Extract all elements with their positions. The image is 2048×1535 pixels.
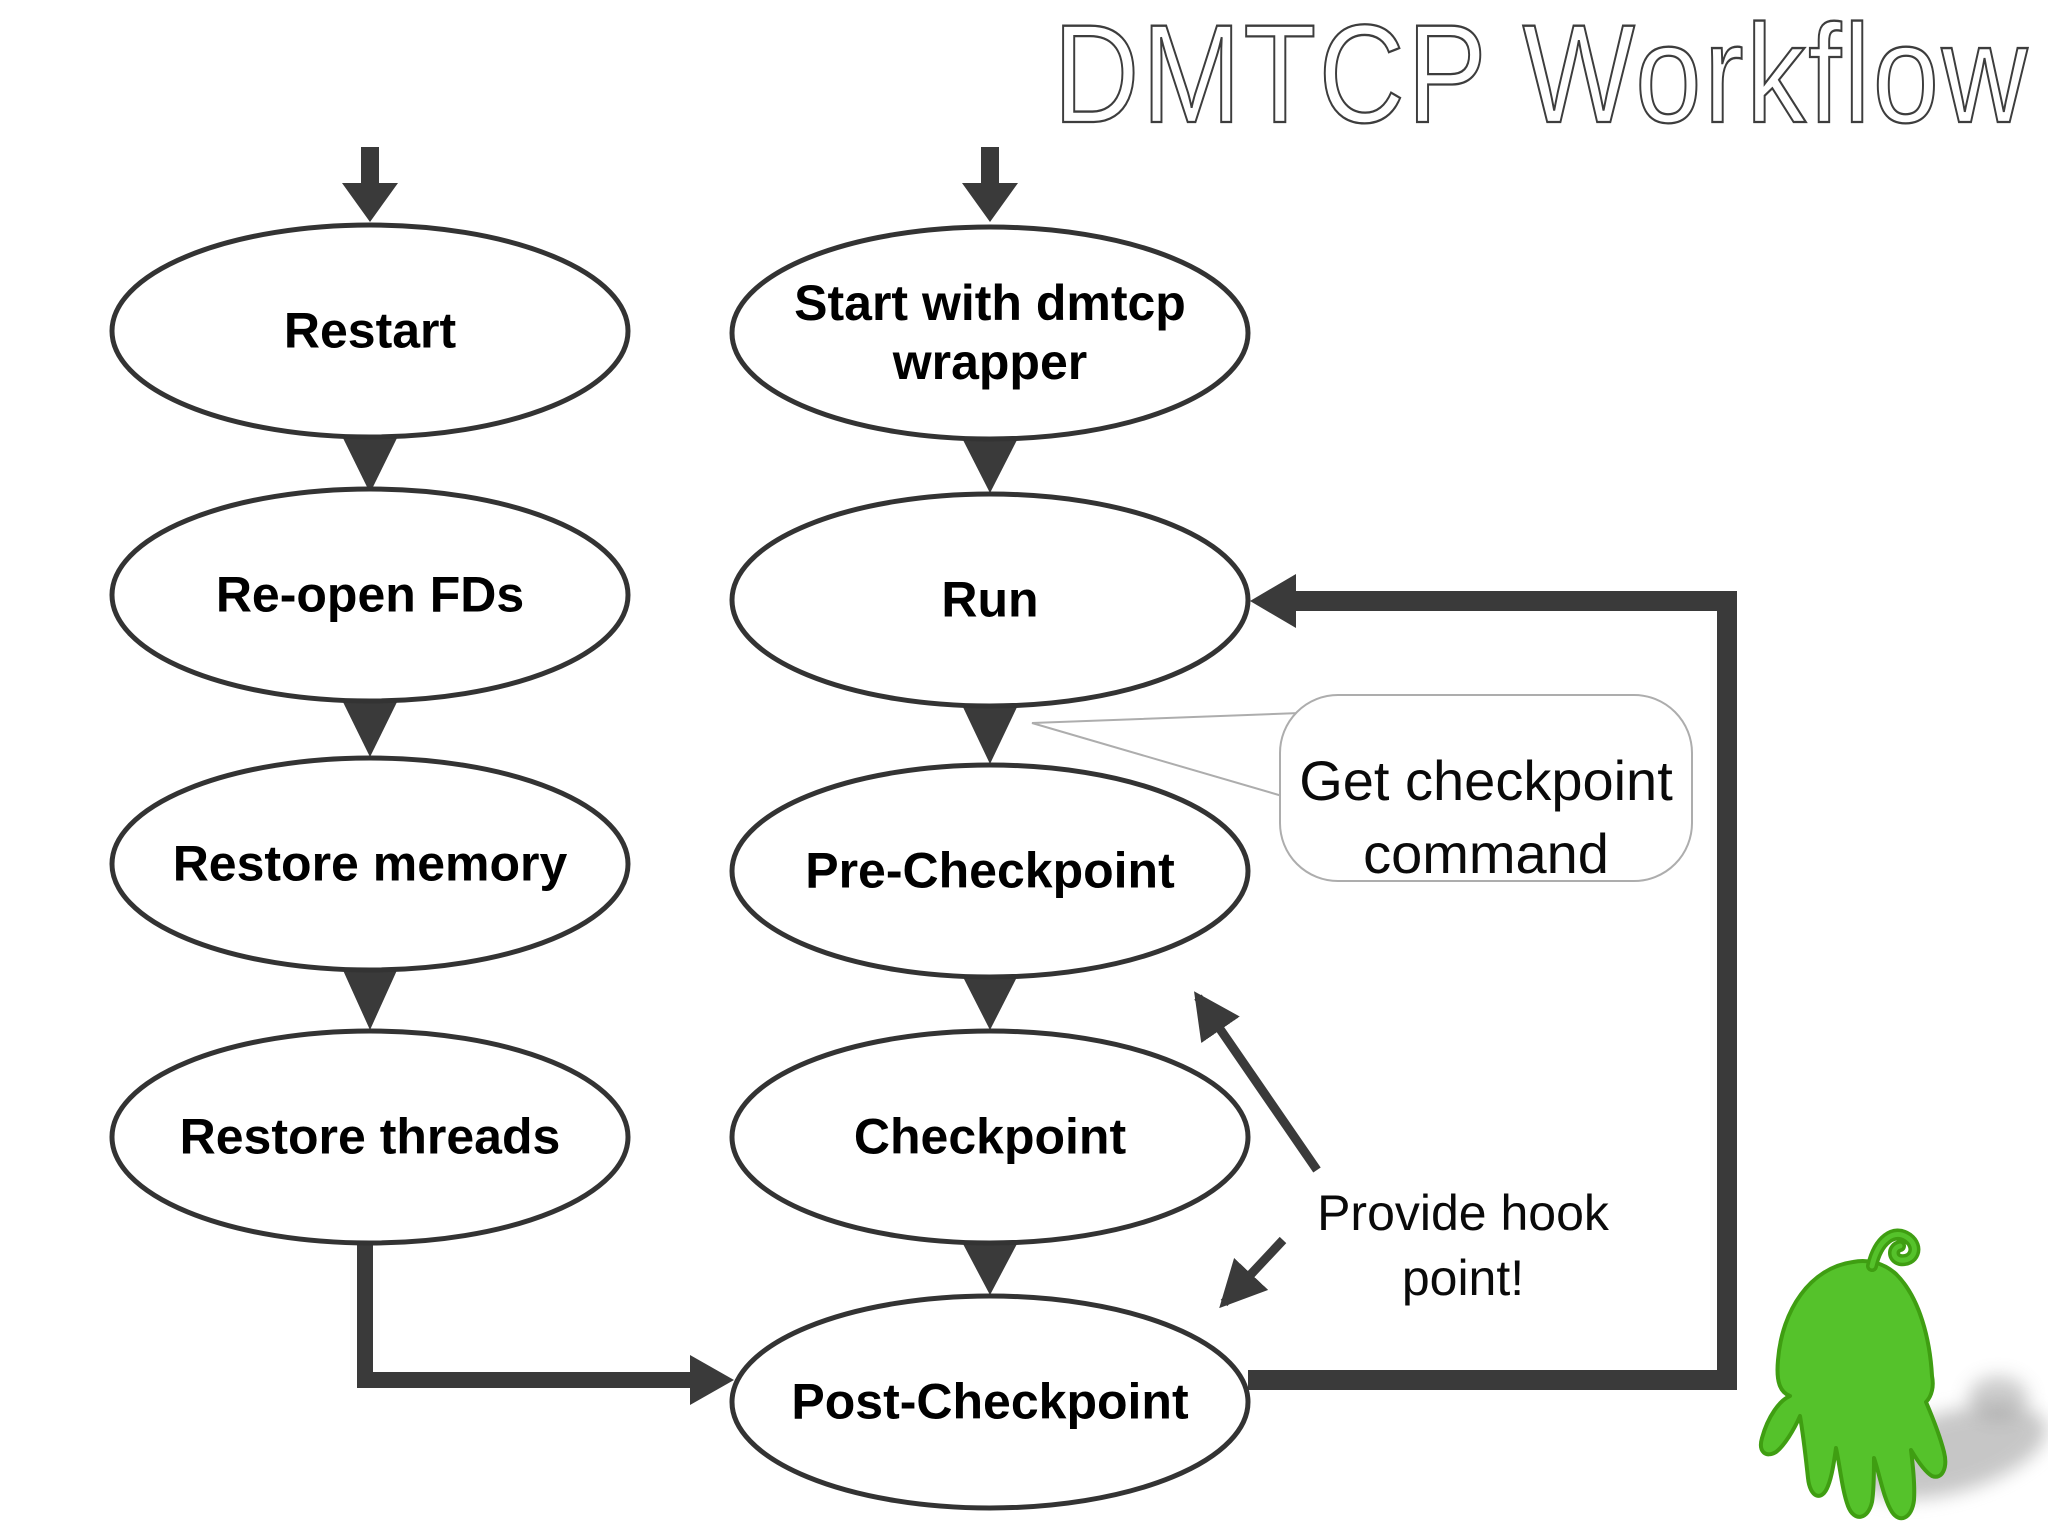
node-label-post-checkpoint: Post-Checkpoint (791, 1373, 1189, 1430)
node-run-ellipse (729, 491, 1251, 709)
restart-to-post-connector (357, 1243, 694, 1388)
loop-arrow-line (1248, 591, 1737, 1390)
node-label-restore-memory: Restore memory (172, 835, 568, 892)
flow-arrow-reopen-memory (342, 700, 398, 757)
node-label-restart: Restart (283, 302, 457, 359)
node-reopen-fds-ellipse (109, 486, 631, 704)
page-title: DMTCP Workflow (1053, 0, 2030, 152)
provide-hook-point-text: Provide hook point! (1317, 1185, 1609, 1306)
mascot-curl-stem (1869, 1232, 1917, 1269)
flow-arrow-memory-threads (342, 968, 398, 1030)
node-label-run: Run (941, 571, 1039, 628)
node-label-start-wrapper: Start with dmtcp wrapper (794, 275, 1186, 390)
node-label-restore-threads: Restore threads (179, 1108, 561, 1165)
node-restart-ellipse (109, 222, 631, 440)
hook-arrow-up-to-pre-checkpoint (1194, 991, 1321, 1173)
entry-arrow-restart (342, 147, 398, 222)
node-post-checkpoint-ellipse (729, 1293, 1251, 1511)
flow-arrow-restart-reopen (342, 436, 398, 493)
flow-arrow-start-run (962, 438, 1018, 493)
hook-arrow-down-to-post-checkpoint (1219, 1236, 1287, 1309)
node-start-wrapper-ellipse (729, 224, 1251, 442)
speech-bubble (1279, 694, 1693, 882)
green-hand-mascot-icon (1759, 1228, 1948, 1521)
entry-arrow-start (962, 147, 1018, 222)
node-restore-threads-ellipse (109, 1028, 631, 1246)
node-restore-memory-ellipse (109, 755, 631, 973)
node-label-checkpoint: Checkpoint (853, 1108, 1127, 1165)
loop-arrowhead-into-run (1250, 574, 1296, 628)
get-checkpoint-command-bubble-text: Get checkpoint command (1299, 749, 1673, 885)
node-checkpoint-ellipse (729, 1028, 1251, 1246)
flow-arrow-run-pre (962, 705, 1018, 764)
connector-arrowhead (690, 1355, 734, 1405)
node-pre-checkpoint-ellipse (729, 762, 1251, 980)
mascot-hand (1759, 1259, 1948, 1521)
node-label-pre-checkpoint: Pre-Checkpoint (805, 842, 1175, 899)
node-label-reopen-fds: Re-open FDs (215, 566, 525, 623)
flow-arrow-checkpoint-post (962, 1242, 1018, 1295)
flow-arrow-pre-checkpoint (962, 975, 1018, 1030)
